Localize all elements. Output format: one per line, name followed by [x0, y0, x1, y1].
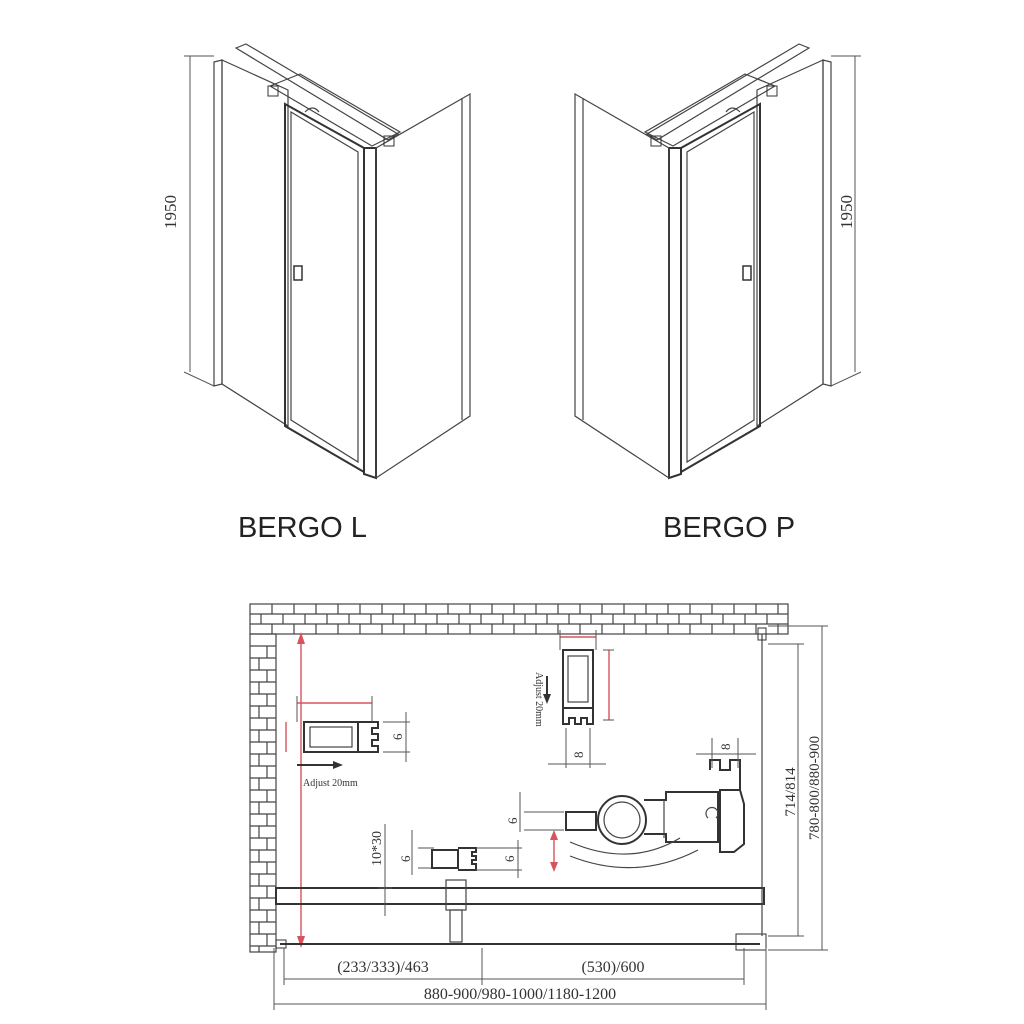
- top-profile-detail: 8 Adjust 20mm: [533, 630, 614, 768]
- hinge-detail: 6 8: [505, 738, 756, 872]
- bergo-p-height-label: 1950: [837, 195, 856, 229]
- top-profile-eight: 8: [571, 752, 586, 759]
- adjust-left-label: Adjust 20mm: [303, 778, 358, 789]
- bottom-total-label: 880-900/980-1000/1180-1200: [424, 986, 616, 1003]
- bottom-dimensions: (233/333)/463 (530)/600 880-900/980-1000…: [273, 948, 767, 1010]
- door-rail: 10*30: [275, 627, 767, 951]
- bottom-profile-detail: 6 6: [398, 830, 522, 878]
- left-profile-detail: 6 Adjust 20mm: [285, 696, 410, 789]
- profile-gap-label: 10*30: [370, 831, 385, 866]
- inner-depth-label: 714/814: [783, 767, 799, 817]
- hinge-eight: 8: [718, 744, 733, 751]
- plan-view: 6 Adjust 20mm 8 Adjust 20mm: [249, 603, 828, 1010]
- left-wall: [249, 633, 277, 953]
- bergo-p-handle-icon: [742, 265, 752, 281]
- bergo-l-title: BERGO L: [238, 512, 367, 544]
- bergo-p-drawing: [574, 43, 862, 480]
- bergo-l-drawing: 1950: [161, 43, 471, 480]
- top-wall: [249, 603, 789, 635]
- right-dimensions: 714/814 780-800/880-900: [768, 625, 828, 951]
- bottom-profile-six: 6: [398, 855, 413, 862]
- left-profile-six: 6: [390, 733, 405, 740]
- bergo-p-title: BERGO P: [663, 512, 795, 544]
- bottom-right-label: (530)/600: [581, 959, 644, 976]
- bergo-l-height-label: 1950: [161, 195, 180, 229]
- adjust-top-label: Adjust 20mm: [533, 672, 544, 727]
- bergo-l-handle-icon: [293, 265, 303, 281]
- outer-depth-label: 780-800/880-900: [807, 736, 823, 840]
- hinge-six: 6: [505, 817, 520, 824]
- bottom-profile-six-right: 6: [502, 855, 517, 862]
- bottom-left-label: (233/333)/463: [337, 959, 429, 976]
